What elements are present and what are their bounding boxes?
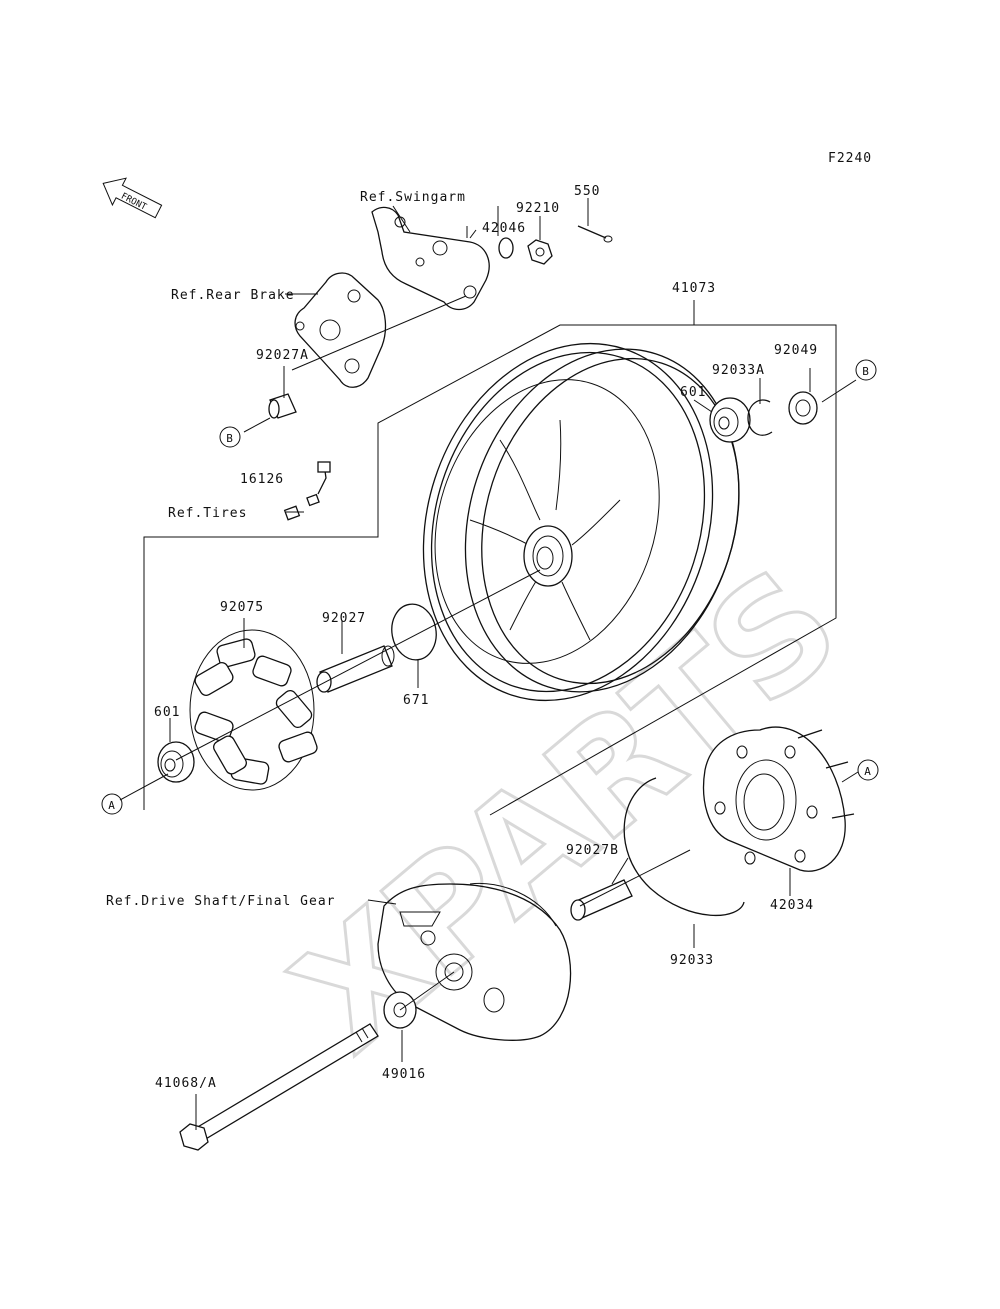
ref-drive-shaft: Ref.Drive Shaft/Final Gear — [106, 894, 336, 909]
axle-41068A — [179, 1023, 379, 1151]
label-41068A: 41068/A — [155, 1076, 217, 1091]
assembly-boundary — [143, 300, 837, 816]
label-92027: 92027 — [322, 611, 366, 626]
ref-swingarm: Ref.Swingarm — [360, 190, 466, 205]
ref-tires: Ref.Tires — [168, 506, 247, 521]
label-92049: 92049 — [774, 343, 818, 358]
washer-42046 — [498, 237, 514, 259]
label-42034: 42034 — [770, 898, 814, 913]
collar-92027A — [268, 393, 297, 419]
circlip-92033A — [747, 399, 773, 436]
label-550: 550 — [574, 184, 600, 199]
svg-text:A: A — [864, 765, 872, 778]
wheel-41073 — [422, 342, 740, 702]
svg-text:B: B — [226, 432, 234, 445]
label-601-top: 601 — [680, 385, 706, 400]
label-92210: 92210 — [516, 201, 560, 216]
label-92075: 92075 — [220, 600, 264, 615]
front-label: FRONT — [119, 192, 148, 213]
svg-text:B: B — [862, 365, 870, 378]
bearing-601-left — [157, 741, 195, 783]
label-92027B: 92027B — [566, 843, 619, 858]
callout-a-right: A — [857, 759, 879, 781]
damper-92075 — [189, 629, 318, 791]
rear-brake-bracket — [294, 272, 387, 388]
swingarm-part — [371, 206, 490, 311]
bearing-601-top — [709, 397, 751, 443]
collar-92027 — [316, 645, 395, 693]
leader-lines — [119, 198, 859, 1130]
label-92033A: 92033A — [712, 363, 765, 378]
svg-text:A: A — [108, 799, 116, 812]
callout-b-right: B — [855, 359, 877, 381]
label-49016: 49016 — [382, 1067, 426, 1082]
label-671: 671 — [403, 693, 429, 708]
front-arrow-icon: FRONT — [102, 177, 163, 219]
label-92033: 92033 — [670, 953, 714, 968]
label-16126: 16126 — [240, 472, 284, 487]
flange-42034 — [702, 726, 855, 872]
valve-16126 — [283, 461, 331, 521]
callout-b-left: B — [219, 426, 241, 448]
nut-92210 — [527, 239, 553, 265]
cotter-pin-550 — [577, 225, 613, 243]
label-42046: 42046 — [482, 221, 526, 236]
o-ring-671 — [391, 603, 437, 661]
ref-rear-brake: Ref.Rear Brake — [171, 288, 295, 303]
label-92027A: 92027A — [256, 348, 309, 363]
label-41073: 41073 — [672, 281, 716, 296]
seal-92049 — [788, 391, 818, 425]
label-601-left: 601 — [154, 705, 180, 720]
diagram-code: F2240 — [828, 151, 872, 166]
callout-a-left: A — [101, 793, 123, 815]
circlip-92033 — [623, 777, 745, 916]
